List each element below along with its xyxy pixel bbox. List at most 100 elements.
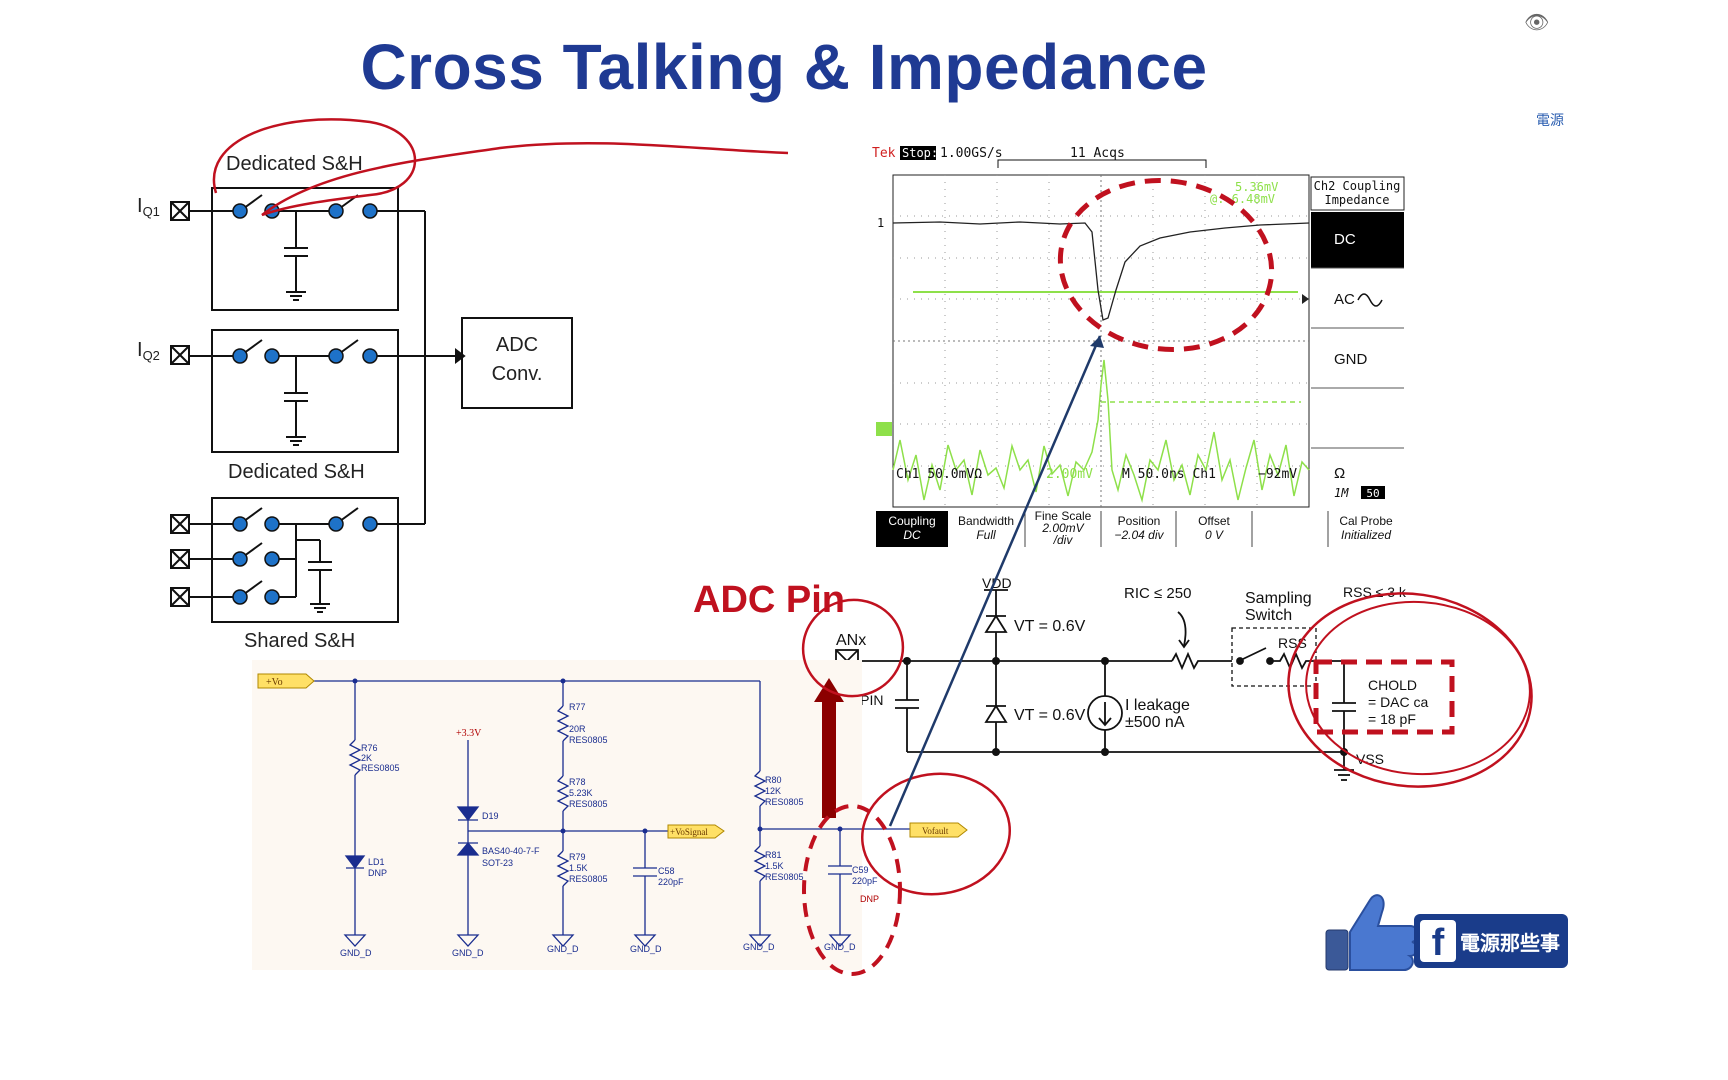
adc-conv-line2: Conv. xyxy=(492,363,543,385)
scope-menu-ohm: Ω xyxy=(1334,465,1345,482)
svg-text:Ch2 Coupling: Ch2 Coupling xyxy=(1314,179,1401,193)
r78-ref: R78 xyxy=(569,777,586,787)
scope-brand: Tek xyxy=(872,146,896,161)
scope-btn-coupling[interactable] xyxy=(876,511,948,547)
label-shared-sh: Shared S&H xyxy=(244,630,355,652)
svg-text:220pF: 220pF xyxy=(658,877,684,887)
scope-cursor2: @: 6.48mV xyxy=(1210,192,1275,206)
svg-text:−2.04 div: −2.04 div xyxy=(1114,528,1164,542)
label-rss-limit: RSS ≤ 3 k xyxy=(1343,584,1407,600)
svg-text:Impedance: Impedance xyxy=(1324,193,1389,207)
label-vt-bottom: VT = 0.6V xyxy=(1014,707,1086,724)
label-rss: RSS xyxy=(1278,635,1307,651)
r81-ref: R81 xyxy=(765,850,782,860)
sh-box-1 xyxy=(211,187,399,311)
r80-ref: R80 xyxy=(765,775,782,785)
label-vdd: VDD xyxy=(982,575,1012,591)
scope-readout-trigger: −92mV xyxy=(1258,467,1297,482)
svg-text:Initialized: Initialized xyxy=(1341,528,1391,542)
slide-title: Cross Talking & Impedance xyxy=(360,31,1208,103)
scope-side-menu: Ch2 Coupling Impedance DC AC GND Ω 1M 50 xyxy=(1310,176,1405,500)
net-vo: +Vo xyxy=(266,677,283,688)
r77-ref: R77 xyxy=(569,702,586,712)
svg-text:2.00mV: 2.00mV xyxy=(1041,521,1084,535)
scope-menu-gnd: GND xyxy=(1334,351,1368,368)
label-vt-top: VT = 0.6V xyxy=(1014,618,1086,635)
side-brand-text: 電源 xyxy=(1536,113,1564,129)
svg-text:DC: DC xyxy=(903,528,921,542)
svg-text:1M: 1M xyxy=(1334,486,1349,500)
adc-pin-label: ADC Pin xyxy=(693,579,845,621)
scope-menu-dc[interactable] xyxy=(1311,212,1404,268)
net-vofault: Vofault xyxy=(922,826,949,836)
sh-box-2 xyxy=(211,329,399,453)
scope-rate: 1.00GS/s xyxy=(940,146,1003,161)
scope-acqs: 11 Acqs xyxy=(1070,146,1125,161)
label-dedicated-sh-1: Dedicated S&H xyxy=(226,153,363,175)
gnd-label-4: GND_D xyxy=(630,944,662,954)
annotation-blue-pointer xyxy=(888,335,1102,827)
label-dedicated-sh-2: Dedicated S&H xyxy=(228,461,365,483)
svg-text:DNP: DNP xyxy=(860,894,879,904)
side-strip: 👁 電源 xyxy=(1510,0,1568,160)
svg-text:RES0805: RES0805 xyxy=(765,872,804,882)
svg-text:50: 50 xyxy=(1366,487,1379,500)
net-3v3: +3.3V xyxy=(456,728,482,739)
svg-text:1.5K: 1.5K xyxy=(765,861,784,871)
svg-text:BAS40-40-7-F: BAS40-40-7-F xyxy=(482,846,540,856)
r79-ref: R79 xyxy=(569,852,586,862)
brand-badge-box: f 電源那些事 xyxy=(1414,914,1568,968)
annotation-anx-circle xyxy=(801,598,905,698)
adc-conv-line1: ADC xyxy=(496,334,538,356)
annotation-chold-circle-1 xyxy=(1287,592,1533,788)
board-schematic: +Vo +3.3V +VoSignal Vofault R76 2K RES08… xyxy=(252,660,968,970)
label-leakage-value: ±500 nA xyxy=(1125,714,1185,731)
switch-contacts xyxy=(232,203,378,605)
thumbs-up-icon xyxy=(1325,894,1419,971)
svg-text:1.5K: 1.5K xyxy=(569,863,588,873)
scope-cursor1: 5.36mV xyxy=(1235,180,1278,194)
scope-btn-bandwidth: Bandwidth xyxy=(958,514,1014,528)
c59-ref: C59 xyxy=(852,865,869,875)
scope-menu-ac: AC xyxy=(1334,291,1355,308)
gnd-label-1: GND_D xyxy=(340,948,372,958)
brand-badge-text: 電源那些事 xyxy=(1460,931,1560,955)
scope-btn-position: Position xyxy=(1118,514,1161,528)
svg-text:220pF: 220pF xyxy=(852,876,878,886)
svg-text:SOT-23: SOT-23 xyxy=(482,858,513,868)
label-vss: VSS xyxy=(1356,751,1384,767)
svg-text:0 V: 0 V xyxy=(1205,528,1224,542)
oscilloscope-panel: Tek Stop: 1.00GS/s 11 Acqs 5.36mV @: 6 xyxy=(872,143,1408,548)
net-vosignal: +VoSignal xyxy=(670,827,708,837)
scope-btn-finescale: Fine Scale xyxy=(1035,509,1092,523)
adc-conv-box xyxy=(461,317,573,409)
scope-readout-time: M 50.0ns Ch1 xyxy=(1122,467,1216,482)
gnd-label-3: GND_D xyxy=(547,944,579,954)
label-chold-value: = 18 pF xyxy=(1368,711,1416,727)
eye-icon: 👁 xyxy=(1524,12,1550,34)
annotation-c59-dashed xyxy=(802,804,902,976)
annotation-chold-box xyxy=(1313,659,1455,735)
scope-readout-ch1: Ch1 50.0mVΩ xyxy=(896,467,982,482)
label-chold-dac: = DAC ca xyxy=(1368,694,1429,710)
label-ric: RIC ≤ 250 xyxy=(1124,585,1191,602)
svg-text:20R: 20R xyxy=(569,724,586,734)
annotation-red-arrow-shaft xyxy=(822,700,836,818)
bottom-margin xyxy=(0,980,1728,1080)
svg-text:RES0805: RES0805 xyxy=(569,799,608,809)
scope-btn-calprobe: Cal Probe xyxy=(1339,514,1393,528)
brand-badge[interactable]: f 電源那些事 xyxy=(1322,890,1568,972)
annotations xyxy=(801,335,1533,976)
slide: Cross Talking & Impedance xyxy=(137,31,1568,976)
annotation-ellipse-dedicated xyxy=(212,118,789,217)
label-iq1: IQ1 xyxy=(137,195,160,219)
scope-btn-offset: Offset xyxy=(1198,514,1230,528)
svg-text:2K: 2K xyxy=(361,753,372,763)
label-leakage: I leakage xyxy=(1125,697,1190,714)
svg-text:DNP: DNP xyxy=(368,868,387,878)
scope-ch1-marker: 1 xyxy=(877,216,884,230)
r76-ref: R76 xyxy=(361,743,378,753)
svg-text:RES0805: RES0805 xyxy=(765,797,804,807)
gnd-label-5: GND_D xyxy=(743,942,775,952)
sample-hold-diagram xyxy=(170,187,573,623)
